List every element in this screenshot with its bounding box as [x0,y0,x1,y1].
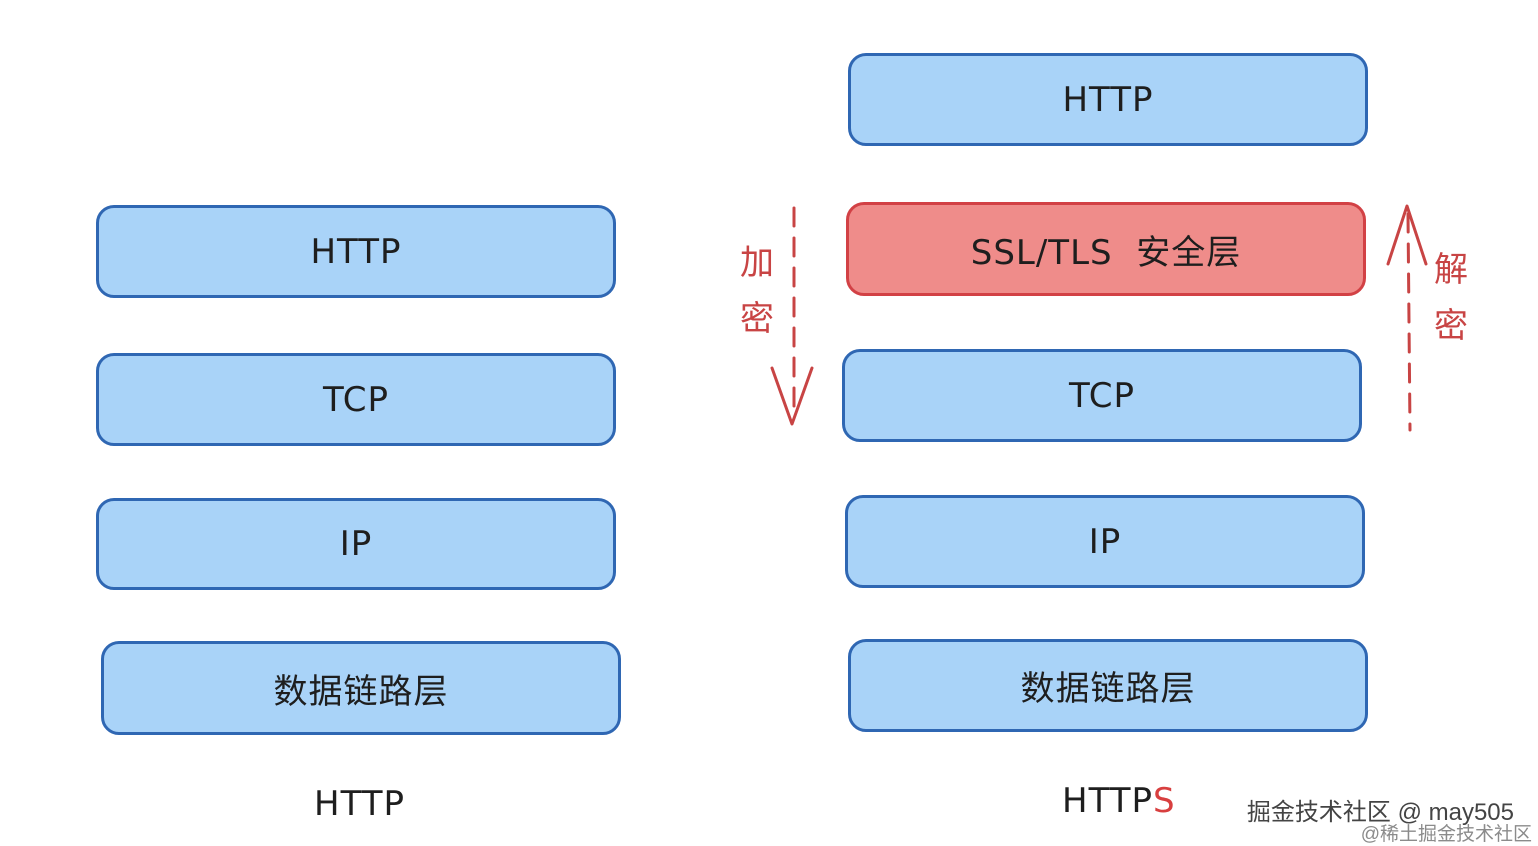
left-tcp-layer: TCP [96,353,616,446]
ssl-tls-security-layer-label: SSL/TLS 安全层 [970,232,1242,273]
ssl-tls-security-layer: SSL/TLS 安全层 [846,202,1366,296]
right-ip-layer-label: IP [1088,521,1122,562]
left-http-layer: HTTP [96,205,616,298]
encrypt-arrow-head [770,366,814,426]
encrypt-annotation: 加 密 [736,235,778,347]
left-data-link-layer: 数据链路层 [101,641,621,735]
right-ip-layer: IP [845,495,1365,588]
right-data-link-layer: 数据链路层 [848,639,1368,732]
left-stack-caption: HTTP [314,784,406,824]
encrypt-char-1: 加 [740,243,774,283]
decrypt-char-2: 密 [1434,306,1468,346]
right-http-layer-label: HTTP [1062,79,1154,120]
decrypt-char-1: 解 [1434,250,1468,290]
left-ip-layer: IP [96,498,616,590]
decrypt-annotation: 解 密 [1430,242,1472,354]
right-tcp-layer: TCP [842,349,1362,442]
watermark-sub: @稀土掘金技术社区 [1360,824,1532,845]
decrypt-arrow-head [1386,204,1428,266]
left-http-layer-label: HTTP [310,231,402,272]
right-data-link-layer-label: 数据链路层 [1020,669,1196,709]
encrypt-char-2: 密 [740,299,774,339]
left-tcp-layer-label: TCP [322,379,390,420]
left-data-link-layer-label: 数据链路层 [273,671,449,712]
right-tcp-layer-label: TCP [1068,375,1136,416]
right-stack-caption: HTTPS [1062,781,1176,821]
right-stack-caption-accent: S [1153,781,1176,821]
right-http-layer: HTTP [848,53,1368,146]
watermark-main: 掘金技术社区 @ may505 [1246,799,1514,826]
decrypt-arrow-line [1406,212,1412,432]
left-ip-layer-label: IP [339,524,373,564]
